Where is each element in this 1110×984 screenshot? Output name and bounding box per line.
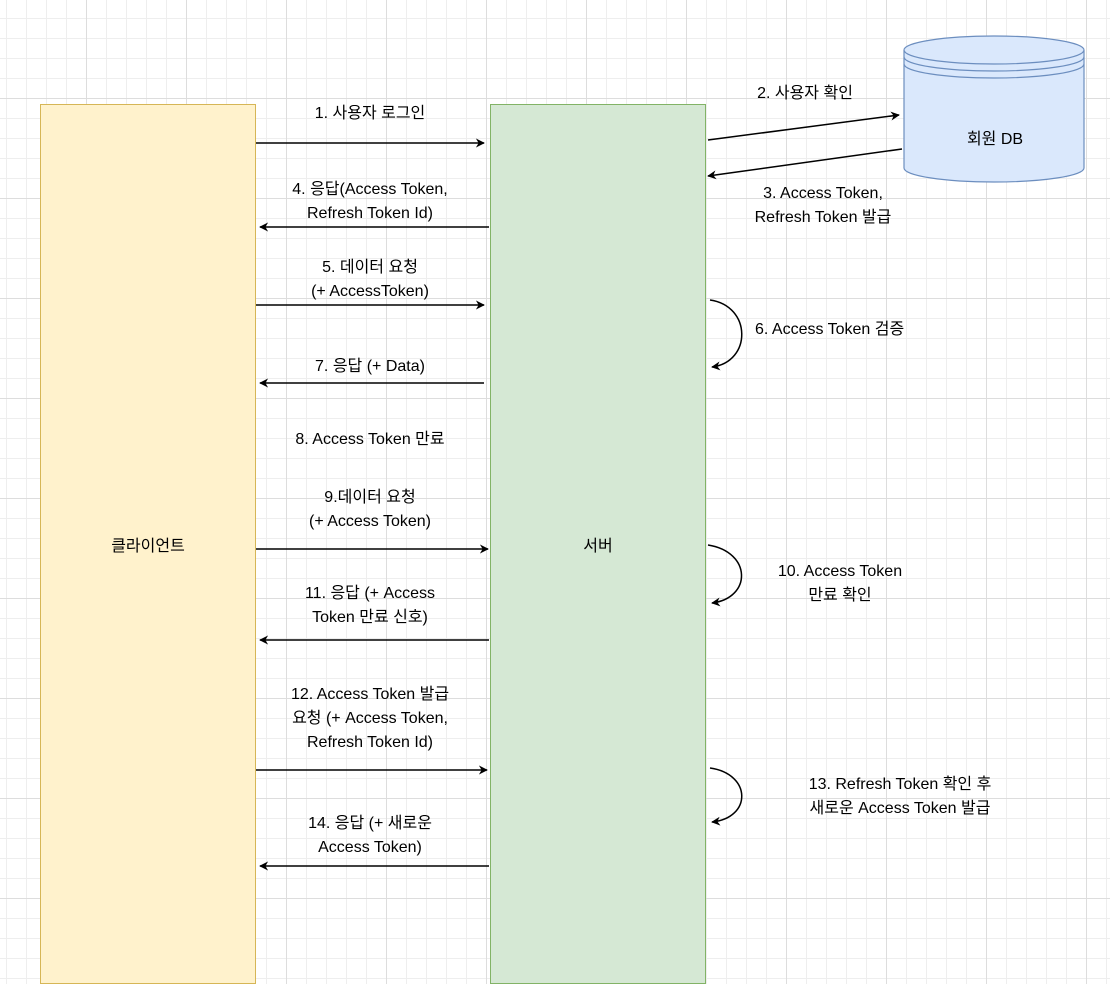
step-6-label: 6. Access Token 검증 <box>755 321 905 338</box>
step-4-label: 4. 응답(Access Token,Refresh Token Id) <box>292 181 448 222</box>
arrow-13-self-refresh <box>709 767 743 826</box>
step-9-label: 9.데이터 요청(+ Access Token) <box>309 489 431 530</box>
client-label: 클라이언트 <box>111 538 185 555</box>
client-lifeline: 클라이언트 <box>40 104 256 984</box>
server-lifeline: 서버 <box>490 104 706 984</box>
server-label: 서버 <box>583 538 613 555</box>
step-8-label: 8. Access Token 만료 <box>295 431 445 448</box>
step-1-label: 1. 사용자 로그인 <box>314 105 426 122</box>
member-db-cylinder <box>903 35 1085 183</box>
arrow-3-token-issue <box>707 148 903 180</box>
step-5-label: 5. 데이터 요청(+ AccessToken) <box>311 259 429 300</box>
step-7-label: 7. 응답 (+ Data) <box>315 358 425 375</box>
arrow-6-self-validate <box>709 299 743 371</box>
arrow-2-user-check <box>707 111 900 141</box>
member-db-label: 회원 DB <box>966 131 1024 148</box>
step-3-label: 3. Access Token,Refresh Token 발급 <box>754 185 892 226</box>
arrow-10-self-expiry-check <box>707 544 743 607</box>
step-2-label: 2. 사용자 확인 <box>757 85 853 102</box>
